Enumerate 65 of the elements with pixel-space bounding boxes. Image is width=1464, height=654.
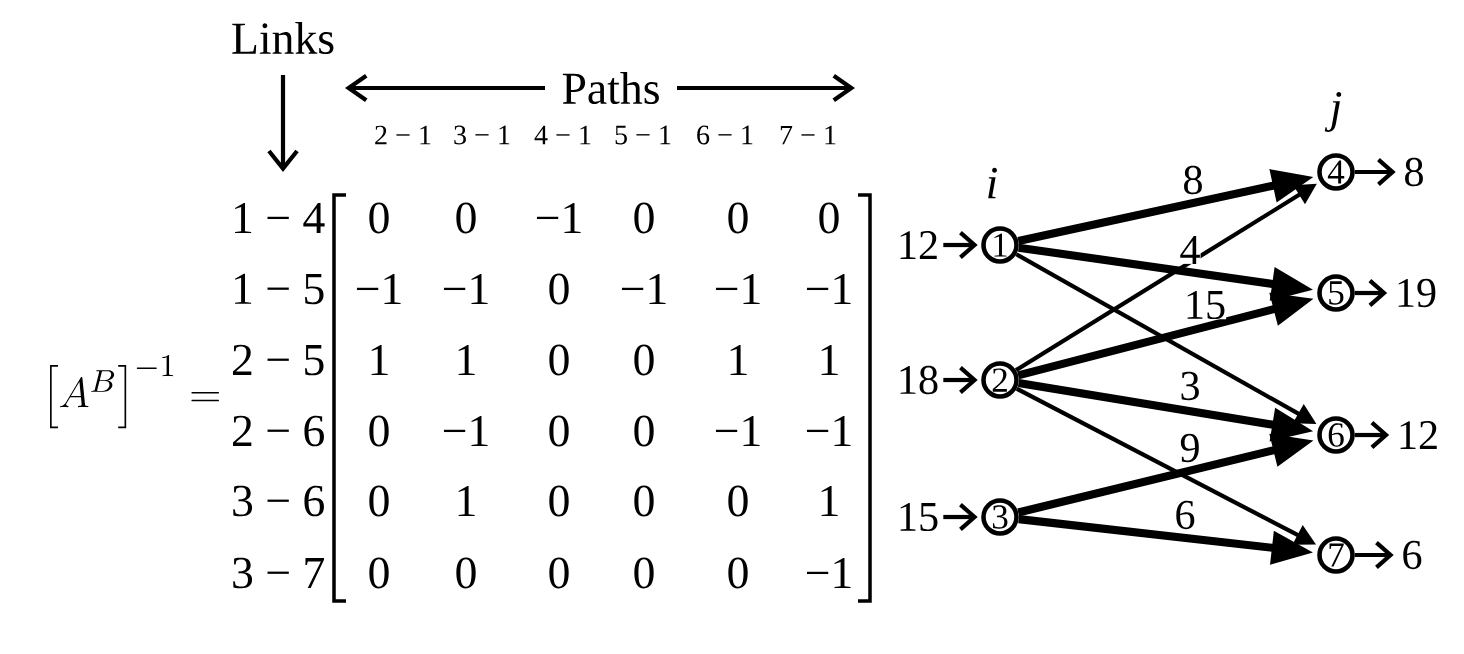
matrix-entry: 0 — [549, 344, 569, 376]
edge-label: 4 — [1179, 236, 1201, 264]
matrix-entry: 0 — [728, 202, 748, 234]
row-header: 3 − 6 — [233, 485, 324, 517]
edge-label: 9 — [1179, 433, 1201, 463]
flow-value: 18 — [900, 365, 938, 395]
axis-title: Paths — [562, 71, 659, 105]
matrix-entry: 0 — [549, 485, 569, 517]
matrix-entry: 0 — [456, 202, 476, 234]
axis-title: Links — [232, 21, 334, 55]
matrix-entry: 1 — [371, 344, 388, 376]
matrix-entry: 1 — [821, 344, 838, 376]
matrix-entry: 0 — [369, 415, 389, 447]
matrix-entry: 0 — [634, 344, 654, 376]
matrix-entry: 0 — [634, 485, 654, 517]
matrix-entry: 0 — [456, 557, 476, 589]
row-header: 3 − 7 — [233, 557, 324, 589]
row-header: 1 − 5 — [235, 273, 324, 305]
matrix-formula: $\left[A^{B}\right]^{-1} =$ — [50, 355, 219, 429]
matrix-entry: 1 — [730, 344, 747, 376]
column-header: 3 − 1 — [454, 125, 510, 145]
matrix-entry: 0 — [549, 415, 569, 447]
matrix-entry: 0 — [819, 202, 839, 234]
matrix-entry: 0 — [369, 485, 389, 517]
matrix-entry: 0 — [369, 557, 389, 589]
set-label: j — [1324, 92, 1342, 132]
matrix-entry: 0 — [549, 273, 569, 305]
matrix-entry: −1 — [356, 273, 401, 305]
matrix-entry: 0 — [634, 415, 654, 447]
flow-value: 19 — [1398, 278, 1436, 308]
matrix-entry: −1 — [806, 557, 851, 589]
matrix-entry: 1 — [458, 344, 475, 376]
row-header: 1 − 4 — [235, 202, 325, 234]
flow-value: 12 — [900, 231, 937, 259]
column-header: 2 − 1 — [375, 125, 431, 145]
edge-label: 3 — [1179, 371, 1201, 401]
matrix-entry: −1 — [806, 415, 851, 447]
column-header: 7 − 1 — [780, 125, 836, 145]
flow-value: 15 — [900, 502, 938, 532]
column-header: 5 − 1 — [615, 125, 671, 145]
edge-label: 15 — [1183, 290, 1227, 320]
matrix-entry: 0 — [369, 202, 389, 234]
flow-value: 6 — [1403, 540, 1422, 570]
matrix-entry: 0 — [634, 557, 654, 589]
matrix-entry: −1 — [443, 273, 488, 305]
matrix-entry: 1 — [458, 485, 475, 517]
row-header: 2 − 6 — [233, 415, 324, 447]
flow-value: 8 — [1405, 157, 1423, 187]
matrix-entry: 0 — [549, 557, 569, 589]
matrix-entry: 0 — [728, 557, 748, 589]
matrix-entry: 0 — [634, 202, 654, 234]
row-header: 2 − 5 — [233, 344, 324, 376]
matrix-entry: −1 — [621, 273, 666, 305]
matrix-entry: −1 — [715, 273, 760, 305]
flow-value: 12 — [1400, 421, 1437, 449]
edge-label: 8 — [1182, 165, 1204, 195]
matrix-entry: −1 — [443, 415, 488, 447]
matrix-entry: 0 — [728, 485, 748, 517]
matrix-entry: 1 — [821, 485, 838, 517]
edge-label: 6 — [1174, 500, 1196, 530]
matrix-entry: −1 — [806, 273, 851, 305]
matrix-entry: −1 — [536, 202, 581, 234]
column-header: 4 − 1 — [534, 125, 591, 145]
matrix-entry: −1 — [715, 415, 760, 447]
column-header: 6 − 1 — [697, 125, 753, 145]
